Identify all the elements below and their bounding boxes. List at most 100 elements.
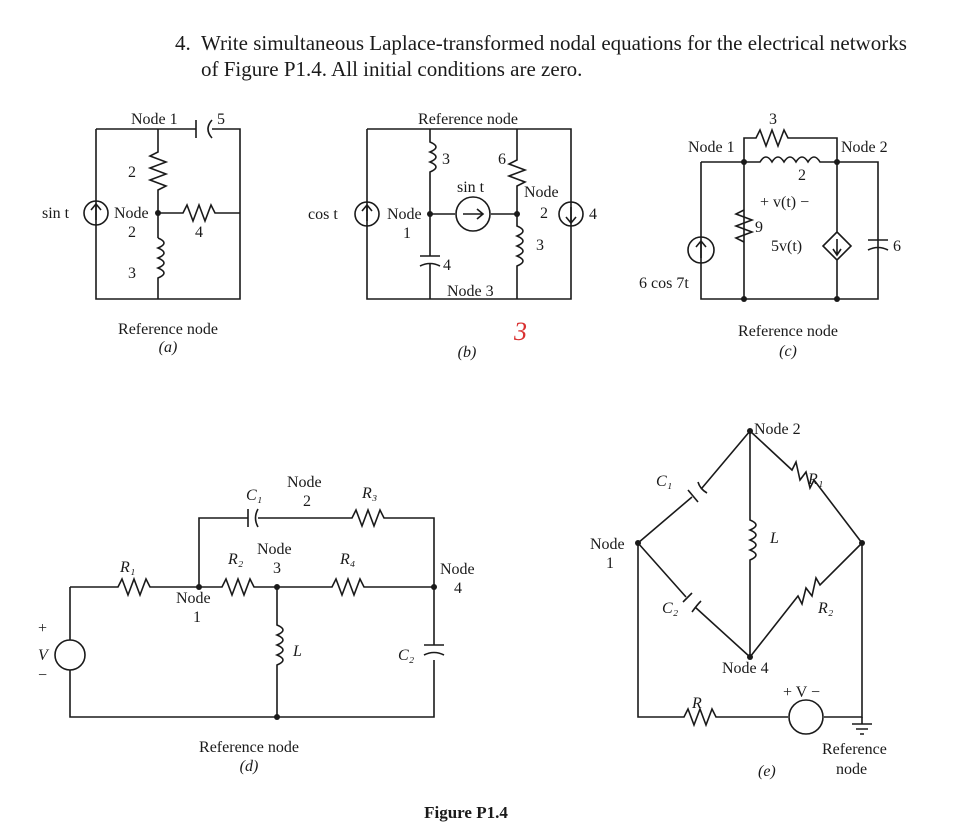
circuit-d-resistor-r2 [199, 576, 277, 598]
circuit-c-inductor-2 [744, 156, 837, 164]
circuit-e-r-label: R [691, 695, 702, 712]
circuit-e-inductor [747, 431, 757, 657]
circuit-b-node1-label-b: 1 [403, 225, 411, 242]
circuit-b-caption: (b) [458, 344, 477, 361]
circuit-a-capacitor-curve [207, 119, 213, 139]
circuit-e-c2-plate1 [682, 592, 693, 603]
circuit-a-node2-label-a: Node [114, 205, 149, 222]
circuit-a-node-2-dot [155, 210, 161, 216]
circuit-e-node3-dot [859, 540, 865, 546]
circuit-d-v-label: V [38, 647, 50, 664]
circuit-c-dependent-source [821, 162, 853, 299]
circuit-e: Node 2 C₁ R₁ Node 1 L C₂ R₂ Node 4 R + V… [590, 421, 887, 780]
circuit-c-ref-label: Reference node [738, 323, 838, 340]
circuit-c-cap-label: 6 [893, 238, 901, 255]
circuit-c-caption: (c) [779, 343, 797, 360]
circuit-c-current-source [687, 236, 715, 264]
circuit-a-caption: (a) [159, 339, 178, 356]
circuit-e-node1-label-b: 1 [606, 555, 614, 572]
handwritten-annotation: 3 [513, 317, 527, 346]
circuit-b-left-source [354, 201, 380, 227]
circuit-c-node2-label: Node 2 [841, 139, 888, 156]
circuit-d-resistor-r4 [277, 576, 434, 598]
circuit-b-l3-right-label: 3 [536, 237, 544, 254]
circuit-d-node3-label-a: Node [257, 541, 292, 558]
circuit-b-cap-label: 4 [443, 257, 451, 274]
circuit-e-c1-label: C₁ [656, 473, 672, 490]
circuit-c-cap-plate2 [867, 246, 889, 251]
circuit-a-l-label: 3 [128, 265, 136, 282]
circuit-a-resistor-4 [158, 202, 240, 224]
circuit-c-source-arrow [695, 239, 707, 258]
circuit-b-inductor-3-top [427, 129, 437, 256]
circuit-e-ref-label-a: Reference [822, 741, 887, 758]
circuit-e-r1 [749, 430, 863, 544]
circuit-d-caption: (d) [240, 758, 259, 775]
circuit-c-right-loop [744, 161, 879, 300]
circuit-e-node2-dot [747, 428, 753, 434]
problem-text: Write simultaneous Laplace-transformed n… [201, 31, 907, 81]
circuit-e-c2-label: C₂ [662, 600, 679, 617]
circuit-b-inductor-3-right [514, 214, 524, 299]
circuit-e-c2-wire [637, 542, 751, 658]
circuit-a-cap-label: 5 [217, 111, 225, 128]
circuit-d-node1-dot [196, 584, 202, 590]
circuit-b-left-arrow [361, 203, 373, 221]
circuit-e-r1-label: R₁ [807, 471, 823, 488]
circuit-e-c1-plate1 [687, 489, 699, 503]
circuit-b-node3-label: Node 3 [447, 283, 494, 300]
circuit-d-inductor-l [274, 587, 284, 717]
circuit-a-source-arrow [90, 202, 102, 220]
circuit-e-ref-label-b: node [836, 761, 867, 778]
circuit-c-voltage-label: + v(t) − [760, 194, 809, 211]
circuit-d-node3-label-b: 3 [273, 560, 281, 577]
problem-number: 4. [175, 31, 191, 55]
circuit-a-inductor-3 [155, 237, 165, 299]
circuit-c-ref-dot [741, 296, 747, 302]
circuit-d-resistor-r1 [70, 576, 199, 598]
circuit-b-right-source-label: 4 [589, 206, 597, 223]
circuit-d: C₁ Node 2 R₃ R₁ R₂ Node 3 R₄ Node 4 Node… [38, 474, 475, 775]
circuit-c-source-label: 6 cos 7t [639, 275, 689, 292]
circuit-d-node2-label-b: 2 [303, 493, 311, 510]
circuit-b-frame [366, 128, 572, 300]
circuit-b-right-source [558, 201, 584, 227]
circuit-c-resistor-3 [743, 127, 838, 162]
circuit-e-c1-plate2 [697, 481, 708, 494]
circuit-e-ground [852, 717, 872, 735]
circuit-a-frame [95, 128, 241, 300]
circuit-d-l-label: L [292, 643, 302, 660]
circuit-b-mid-arrow [463, 208, 485, 220]
circuit-b: Reference node cos t Node 1 3 6 sin t No… [308, 111, 597, 361]
circuit-b-resistor-6 [506, 129, 528, 214]
circuit-e-v-label: + V − [783, 684, 820, 701]
circuit-b-node1-label-a: Node [387, 206, 422, 223]
circuit-e-voltage-source [788, 699, 824, 735]
circuit-a-node1-label: Node 1 [131, 111, 178, 128]
circuit-d-voltage-source [54, 639, 86, 671]
circuit-d-outer-wire [69, 587, 435, 718]
circuit-d-minus-label: − [38, 667, 47, 684]
circuit-c-node1-dot [741, 159, 747, 165]
circuit-d-r4-label: R₄ [339, 551, 355, 568]
circuit-d-r1-label: R₁ [119, 559, 135, 576]
circuit-b-node2-label-a: Node [524, 184, 559, 201]
circuit-d-node4-label-a: Node [440, 561, 475, 578]
circuit-c: 3 Node 1 Node 2 2 + v(t) − 9 5v(t) 6 6 c… [639, 111, 901, 360]
circuit-e-r2 [749, 542, 863, 658]
circuit-a-r2-label: 2 [128, 164, 136, 181]
circuit-a-r4-label: 4 [195, 224, 203, 241]
circuit-e-caption: (e) [758, 763, 776, 780]
circuit-b-left-source-label: cos t [308, 206, 338, 223]
circuit-c-dep-arrow [832, 239, 842, 257]
circuit-c-l2-label: 2 [798, 167, 806, 184]
circuit-a: Node 1 5 2 sin t Node 2 4 3 Reference no… [42, 111, 241, 356]
circuit-d-r2-label: R₂ [227, 551, 244, 568]
circuit-c-r9-label: 9 [755, 219, 763, 236]
circuit-d-top-branch [198, 507, 435, 587]
circuit-e-l-label: L [769, 530, 779, 547]
circuit-b-mid-source [455, 196, 491, 232]
circuit-d-c2-plate2 [423, 651, 445, 656]
